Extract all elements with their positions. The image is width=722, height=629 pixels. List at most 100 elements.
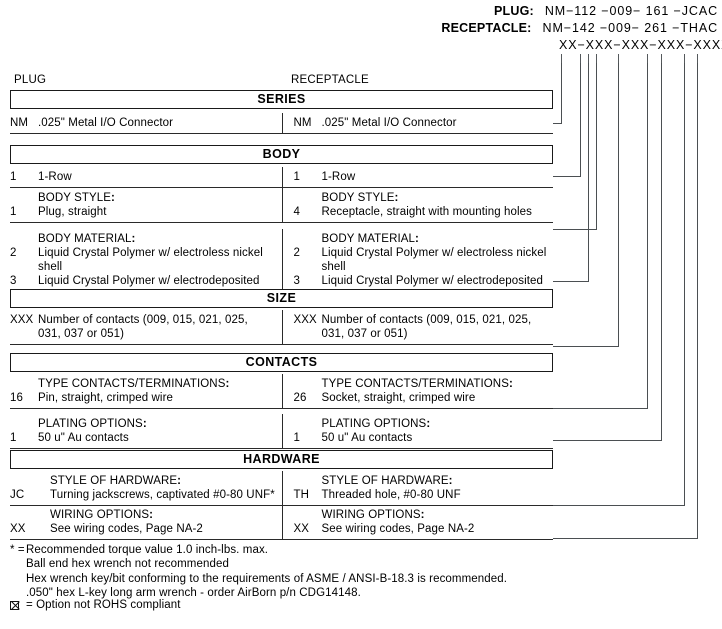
series-left-col: NM .025" Metal I/O Connector (10, 113, 282, 133)
body-desc-left: 1-Row (38, 171, 72, 183)
body-option-left: 1 1-Row (10, 170, 282, 184)
contacts-type-header-left-text: TYPE CONTACTS/TERMINATIONS (38, 378, 226, 390)
hardware-style-header-left: STYLE OF HARDWARE: (50, 475, 182, 487)
body-block: 1 1-Row 1 1-Row (10, 167, 553, 188)
wiring-header-right-text: WIRING OPTIONS (321, 509, 421, 521)
section-bar-contacts: CONTACTS (10, 353, 553, 372)
leader-line-body-style-h (553, 281, 589, 282)
contacts-type-code-right: 26 (293, 392, 307, 404)
section-bar-size: SIZE (10, 289, 553, 308)
series-code-left: NM (10, 117, 29, 129)
body-style-block: BODY STYLE: 1 Plug, straight BODY STYLE:… (10, 188, 553, 223)
contacts-type-left-col: TYPE CONTACTS/TERMINATIONS: 16 Pin, stra… (10, 374, 282, 408)
leader-line-series-h (553, 123, 562, 124)
contacts-type-desc-left: Pin, straight, crimped wire (38, 392, 173, 404)
part-number-header: PLUG: NM−112 −009− 161 −JCAC RECEPTACLE:… (430, 4, 722, 55)
body-material-code-right-2: 3 (293, 275, 300, 287)
plating-desc-right: 50 u" Au contacts (321, 432, 413, 444)
wiring-option-left: XX See wiring codes, Page NA-2 (10, 522, 282, 536)
body-style-right-col: BODY STYLE: 4 Receptacle, straight with … (281, 188, 554, 222)
body-material-code-left-1: 2 (10, 247, 17, 259)
body-material-option-left-1: 2 Liquid Crystal Polymer w/ electroless … (10, 246, 282, 274)
leader-line-body-h (553, 176, 581, 177)
leader-line-wiring-h (553, 538, 698, 539)
column-caption-receptacle: RECEPTACLE (291, 74, 369, 86)
mask-tick-3 (588, 54, 589, 63)
contacts-type-option-left: 16 Pin, straight, crimped wire (10, 391, 282, 405)
leader-line-wiring-v (697, 63, 698, 538)
series-desc-right: .025" Metal I/O Connector (321, 117, 457, 129)
wiring-header-left: WIRING OPTIONS: (50, 509, 154, 521)
footnote-star-line-3: Hex wrench key/bit conforming to the req… (26, 572, 508, 585)
body-style-desc-left: Plug, straight (38, 206, 107, 218)
leader-line-series-v (561, 63, 562, 123)
section-bar-series: SERIES (10, 90, 553, 109)
hardware-style-code-right: TH (293, 489, 310, 501)
series-block: NM .025" Metal I/O Connector NM .025" Me… (10, 113, 553, 134)
wiring-header-left-text: WIRING OPTIONS (50, 509, 150, 521)
wiring-code-right: XX (293, 523, 310, 535)
body-style-header-right: BODY STYLE: (321, 192, 399, 204)
size-option-right: XXX Number of contacts (009, 015, 021, 0… (294, 313, 554, 341)
hardware-style-code-left: JC (10, 489, 25, 501)
size-desc-right: Number of contacts (009, 015, 021, 025, … (321, 314, 532, 340)
hardware-style-header-left-text: STYLE OF HARDWARE (50, 475, 178, 487)
hardware-style-desc-left: Turning jackscrews, captivated #0-80 UNF… (50, 489, 275, 501)
plating-header-right-text: PLATING OPTIONS (321, 418, 427, 430)
plating-header-left: PLATING OPTIONS: (38, 418, 147, 430)
footnote-star-line-2: Ball end hex wrench not recommended (26, 558, 229, 571)
size-left-col: XXX Number of contacts (009, 015, 021, 0… (10, 310, 282, 344)
body-style-header-right-text: BODY STYLE (321, 192, 395, 204)
hardware-style-desc-right: Threaded hole, #0-80 UNF (321, 489, 461, 501)
leader-line-body-material-v (596, 63, 597, 229)
wiring-header-right: WIRING OPTIONS: (321, 509, 425, 521)
contacts-type-header-right-text: TYPE CONTACTS/TERMINATIONS (321, 378, 509, 390)
hardware-style-right-col: STYLE OF HARDWARE: TH Threaded hole, #0-… (281, 471, 554, 505)
section-bar-body: BODY (10, 145, 553, 164)
size-desc-left: Number of contacts (009, 015, 021, 025, … (38, 314, 248, 340)
body-material-header-right: BODY MATERIAL: (321, 233, 419, 245)
leader-line-body-v (580, 63, 581, 176)
wiring-options-block: WIRING OPTIONS: XX See wiring codes, Pag… (10, 505, 553, 540)
plating-header-right: PLATING OPTIONS: (321, 418, 431, 430)
contacts-type-header-right: TYPE CONTACTS/TERMINATIONS: (321, 378, 513, 390)
mask-tick-5 (618, 54, 619, 63)
body-style-desc-right: Receptacle, straight with mounting holes (321, 206, 532, 218)
contacts-type-right-col: TYPE CONTACTS/TERMINATIONS: 26 Socket, s… (281, 374, 554, 408)
size-code-left: XXX (10, 314, 34, 326)
mask-tick-4 (596, 54, 597, 63)
wiring-code-left: XX (10, 523, 26, 535)
plug-part-number: NM−112 −009− 161 −JCAC (544, 4, 718, 18)
receptacle-label: RECEPTACLE: (441, 21, 532, 35)
leader-line-body-material-h (553, 229, 597, 230)
body-style-left-col: BODY STYLE: 1 Plug, straight (10, 188, 282, 222)
plating-header-left-text: PLATING OPTIONS (38, 418, 143, 430)
mask-tick-8 (684, 54, 685, 63)
body-style-header-left-text: BODY STYLE (38, 192, 112, 204)
contacts-type-code-left: 16 (10, 392, 23, 404)
hardware-style-option-right: TH Threaded hole, #0-80 UNF (294, 488, 554, 502)
hardware-style-block: STYLE OF HARDWARE: JC Turning jackscrews… (10, 471, 553, 506)
leader-line-contacts-h (553, 408, 648, 409)
body-material-header-right-text: BODY MATERIAL (321, 233, 416, 245)
plating-right-col: PLATING OPTIONS: 1 50 u" Au contacts (281, 414, 554, 448)
plating-option-left: 1 50 u" Au contacts (10, 431, 282, 445)
wiring-left-col: WIRING OPTIONS: XX See wiring codes, Pag… (10, 505, 282, 539)
body-material-code-right-1: 2 (293, 247, 300, 259)
footnote-star-line-4: .050" hex L-key long arm wrench - order … (26, 587, 361, 600)
rohs-noncompliant-icon (10, 600, 19, 610)
footnote-star-mark: * = (10, 544, 25, 556)
body-material-code-left-2: 3 (10, 275, 17, 287)
body-style-code-left: 1 (10, 206, 17, 218)
column-caption-plug: PLUG (14, 74, 47, 86)
body-code-right: 1 (293, 171, 300, 183)
footnote-star-line-1: Recommended torque value 1.0 inch-lbs. m… (26, 544, 269, 556)
part-number-mask: XX−XXX−XXX−XXX−XXXX (559, 38, 722, 52)
plating-option-right: 1 50 u" Au contacts (294, 431, 554, 445)
leader-line-size-h (553, 346, 619, 347)
body-style-option-right: 4 Receptacle, straight with mounting hol… (294, 205, 554, 219)
leader-line-size-v (618, 63, 619, 346)
body-right-col: 1 1-Row (281, 167, 554, 187)
leader-line-plating-v (661, 63, 662, 440)
contacts-type-desc-right: Socket, straight, crimped wire (321, 392, 476, 404)
